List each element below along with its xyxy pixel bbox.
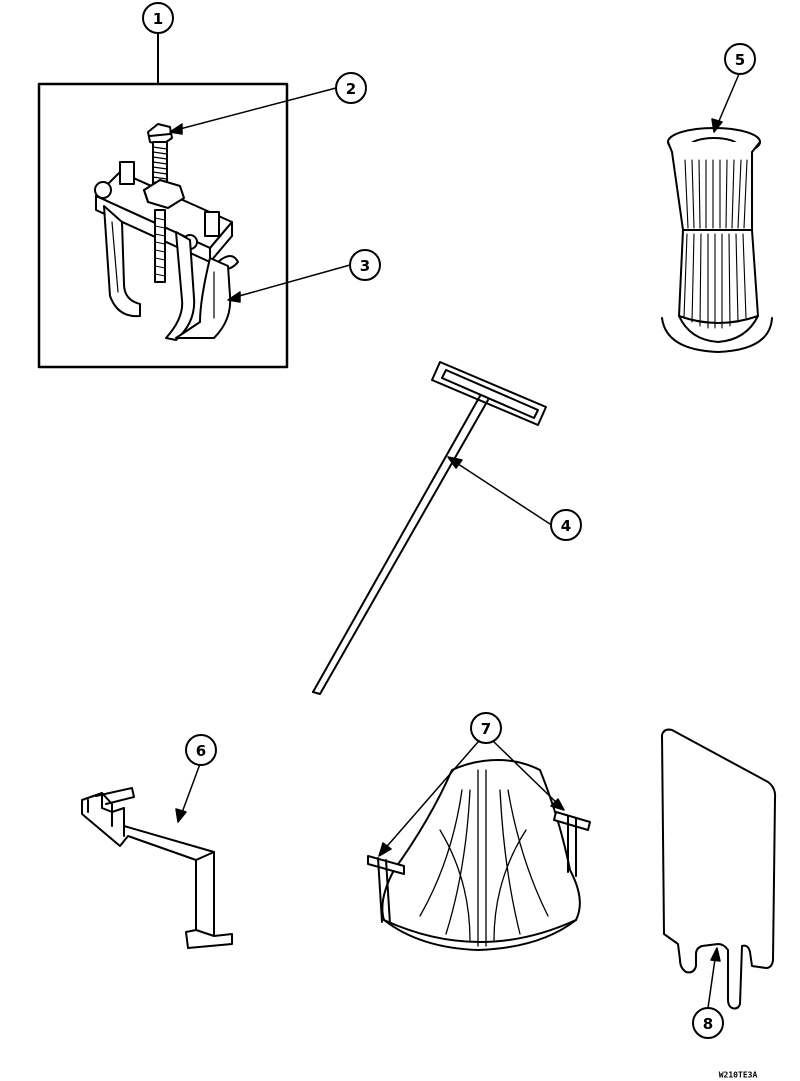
puller-jaw-icon: [94, 161, 239, 341]
agitator-base-clip-icon: [367, 759, 591, 951]
bracket-hook-icon: [81, 787, 233, 949]
callout-5-label: 5: [735, 51, 745, 69]
callout-8-label: 8: [703, 1015, 713, 1033]
forcing-screw-icon: [147, 123, 173, 188]
spanner-socket-icon: [661, 127, 773, 353]
callout-7-label: 7: [481, 720, 491, 738]
callout-2-label: 2: [346, 80, 356, 98]
leader-lines: [169, 73, 740, 1009]
callout-6: [185, 734, 217, 766]
callout-5: [724, 43, 756, 75]
callout-6-label: 6: [196, 742, 206, 760]
callout-4-label: 4: [561, 517, 571, 535]
callout-7: [470, 712, 502, 744]
figure-code: W210TE3A: [719, 1071, 758, 1080]
gear-puller-kit-icon: [37, 32, 289, 369]
callout-4: [550, 509, 582, 541]
callout-1: [142, 2, 174, 34]
callout-3: [349, 249, 381, 281]
t-handle-hex-wrench-icon: [312, 361, 547, 695]
callout-8: [692, 1007, 724, 1039]
callout-2: [335, 72, 367, 104]
callout-1-label: 1: [153, 10, 163, 28]
callout-3-label: 3: [360, 257, 370, 275]
forked-plate-tool-icon: [661, 728, 777, 1010]
